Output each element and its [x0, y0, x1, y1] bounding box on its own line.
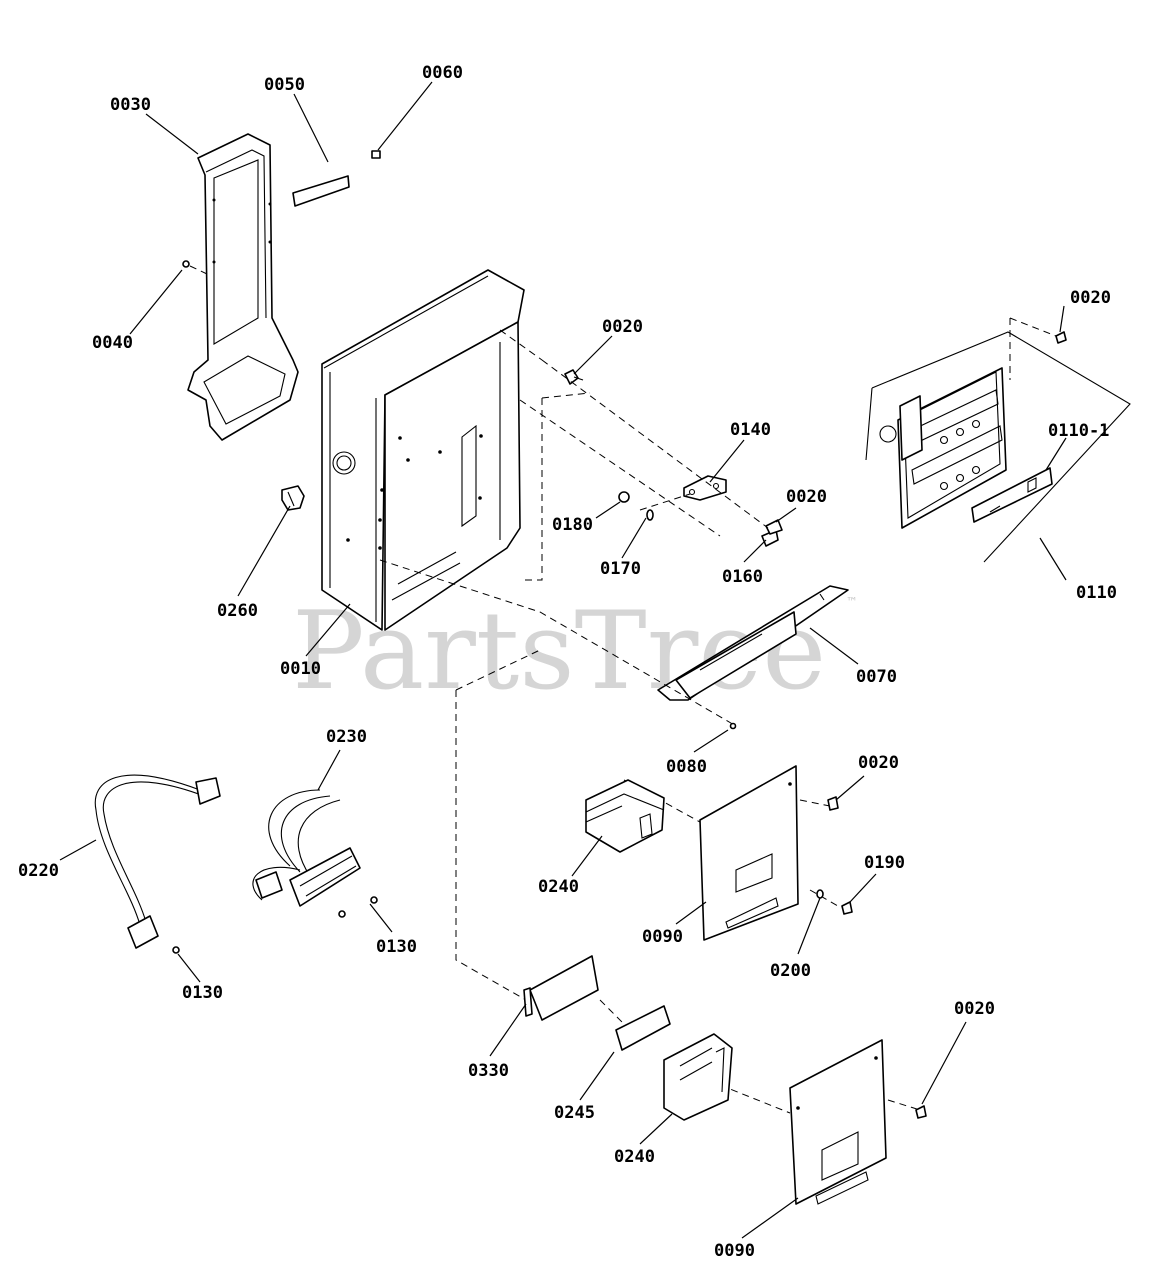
callout-0110: 0110: [1076, 583, 1117, 603]
part-0220-harness[interactable]: [94, 774, 221, 949]
callout-0060: 0060: [422, 63, 463, 83]
callout-0090-a: 0090: [642, 927, 683, 947]
part-0260-clip[interactable]: [281, 485, 305, 511]
part-0330-bracket[interactable]: [523, 955, 599, 1021]
part-0180-nut[interactable]: [618, 491, 630, 503]
part-0010-enclosure[interactable]: [321, 269, 525, 631]
callout-labels: 0030 0050 0060 0040 0020 0020 0140 0110-…: [18, 63, 1117, 1261]
part-0110-1-bezel[interactable]: [971, 467, 1053, 523]
part-0070-rail[interactable]: [657, 585, 849, 701]
part-0110-control-panel[interactable]: [879, 367, 1007, 529]
callout-0260: 0260: [217, 601, 258, 621]
watermark-trademark: ™: [846, 595, 858, 609]
part-0020-screw-c[interactable]: [1055, 331, 1067, 344]
part-0040-screw[interactable]: [182, 260, 208, 275]
part-0020-screw-d[interactable]: [827, 796, 839, 811]
callout-0020-e: 0020: [954, 999, 995, 1019]
callout-0130-a: 0130: [182, 983, 223, 1003]
callout-0180: 0180: [552, 515, 593, 535]
frame-0110-dash: [1009, 317, 1057, 380]
part-0050-label[interactable]: [292, 175, 350, 207]
alignment-lines: [379, 329, 921, 1114]
part-0140-bracket[interactable]: [683, 475, 727, 501]
callout-0020-b: 0020: [786, 487, 827, 507]
part-0080-screw[interactable]: [729, 722, 737, 730]
leader-lines: [59, 81, 1067, 1239]
part-0020-screw-e[interactable]: [915, 1105, 927, 1119]
callout-0080: 0080: [666, 757, 707, 777]
part-0245-strip[interactable]: [615, 1005, 671, 1051]
part-0230-harness[interactable]: [252, 789, 361, 907]
callout-0030: 0030: [110, 95, 151, 115]
callout-0140: 0140: [730, 420, 771, 440]
part-0090-panel-lower[interactable]: [789, 1039, 887, 1205]
callout-0245: 0245: [554, 1103, 595, 1123]
callout-0230: 0230: [326, 727, 367, 747]
callout-0160: 0160: [722, 567, 763, 587]
callout-0240-b: 0240: [614, 1147, 655, 1167]
callout-0090-b: 0090: [714, 1241, 755, 1261]
part-0090-panel-upper[interactable]: [699, 765, 799, 941]
part-0240-breaker-upper[interactable]: [585, 779, 665, 853]
part-0190-screw[interactable]: [841, 901, 853, 915]
callout-0020-c: 0020: [1070, 288, 1111, 308]
callout-0200: 0200: [770, 961, 811, 981]
frame-0110: [865, 331, 1131, 563]
callout-0040: 0040: [92, 333, 133, 353]
callout-0110-1: 0110-1: [1048, 421, 1109, 441]
part-0020-screw-b[interactable]: [765, 519, 783, 535]
callout-0020-a: 0020: [602, 317, 643, 337]
part-0030-bracket[interactable]: [187, 133, 299, 441]
callout-0070: 0070: [856, 667, 897, 687]
callout-0220: 0220: [18, 861, 59, 881]
part-0200-washer[interactable]: [816, 889, 824, 899]
callout-0130-b: 0130: [376, 937, 417, 957]
callout-0010: 0010: [280, 659, 321, 679]
callout-0020-d: 0020: [858, 753, 899, 773]
part-0020-screw-a[interactable]: [564, 369, 584, 385]
callout-0050: 0050: [264, 75, 305, 95]
part-0170-washer[interactable]: [646, 509, 654, 521]
part-0240-breaker-lower[interactable]: [663, 1033, 733, 1121]
part-0060-nut[interactable]: [371, 150, 381, 159]
callout-0240-a: 0240: [538, 877, 579, 897]
callout-0190: 0190: [864, 853, 905, 873]
callout-0330: 0330: [468, 1061, 509, 1081]
part-0130-screw-b[interactable]: [338, 896, 378, 918]
part-0130-screw-a[interactable]: [172, 946, 180, 954]
callout-0170: 0170: [600, 559, 641, 579]
